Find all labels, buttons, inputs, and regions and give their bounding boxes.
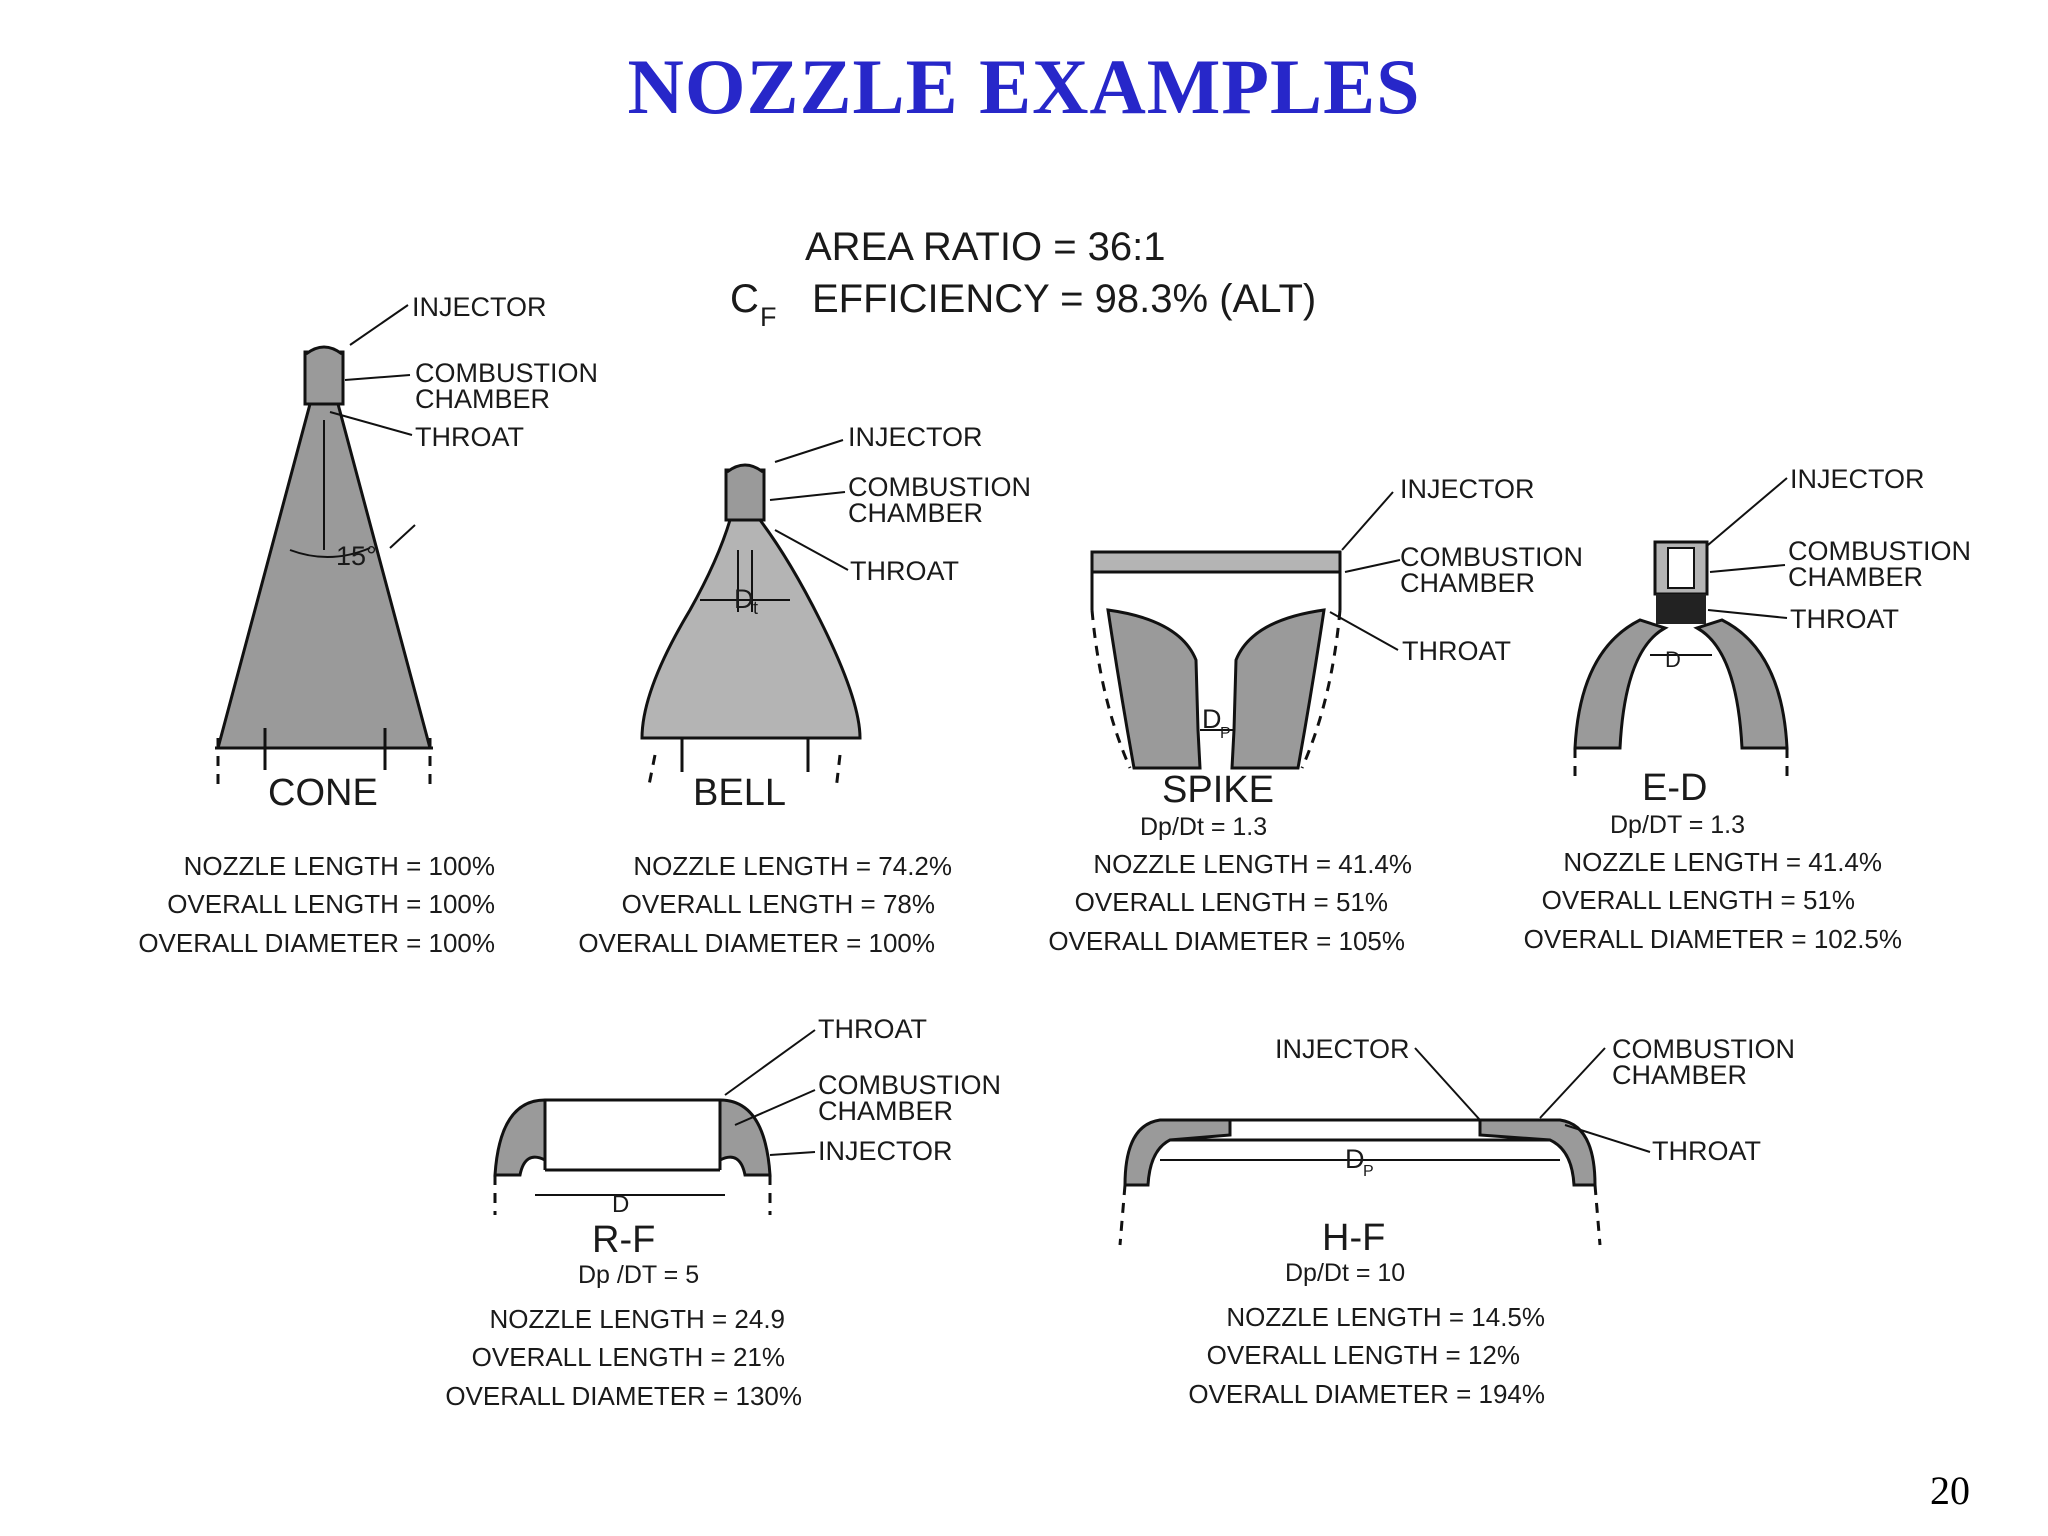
cf-subscript: F [760,302,777,332]
ed-name: E-D [1642,767,1707,809]
rf-throat-label: THROAT [818,1014,927,1044]
cone-combustion-label-2: CHAMBER [415,384,550,414]
rf-nozzle: D THROAT COMBUSTION CHAMBER INJECTOR [493,1014,1001,1218]
ed-left-wall [1573,618,1669,750]
hf-nozzle: D P INJECTOR COMBUSTION CHAMBER THROAT [1118,1034,1795,1246]
rf-right-wall [718,1098,772,1177]
spike-left-plug [1106,608,1202,770]
cone-overall-length: OVERALL LENGTH = 100% [167,889,495,919]
ed-overall-length: OVERALL LENGTH = 51% [1542,885,1855,915]
ed-dp-label: D [1665,647,1681,672]
cone-overall-diameter: OVERALL DIAMETER = 100% [138,928,495,958]
spike-name: SPIKE [1162,769,1274,811]
bell-overall-length: OVERALL LENGTH = 78% [622,889,935,919]
cf-symbol: C [730,277,759,321]
cone-throat-label: THROAT [415,422,524,452]
rf-overall-length: OVERALL LENGTH = 21% [472,1342,785,1372]
spike-right-plug [1230,608,1326,770]
hf-overall-length: OVERALL LENGTH = 12% [1207,1340,1520,1370]
hf-ratio: Dp/Dt = 10 [1285,1259,1405,1287]
ed-nozzle-length: NOZZLE LENGTH = 41.4% [1563,847,1882,877]
spike-overall-length: OVERALL LENGTH = 51% [1075,887,1388,917]
rf-combustion-label-1: COMBUSTION [818,1070,1001,1100]
area-ratio-text: AREA RATIO = 36:1 [805,225,1166,269]
bell-nozzle-length: NOZZLE LENGTH = 74.2% [633,851,952,881]
cone-combustion-label-1: COMBUSTION [415,358,598,388]
rf-dp-label: D [612,1191,629,1218]
bell-combustion-label-2: CHAMBER [848,498,983,528]
svg-text:t: t [753,598,758,618]
spike-combustion-label-1: COMBUSTION [1400,542,1583,572]
bell-injector-label: INJECTOR [848,422,983,452]
hf-combustion-label-2: CHAMBER [1612,1060,1747,1090]
cone-injector [305,345,343,356]
hf-name: H-F [1322,1217,1385,1259]
spike-nozzle: D P INJECTOR COMBUSTION CHAMBER THROAT [1090,474,1583,770]
ed-combustion-label-1: COMBUSTION [1788,536,1971,566]
bell-name: BELL [693,772,786,814]
spike-ratio: Dp/Dt = 1.3 [1140,813,1267,841]
spike-injector-label: INJECTOR [1400,474,1535,504]
spike-nozzle-length: NOZZLE LENGTH = 41.4% [1093,849,1412,879]
rf-ratio: Dp /DT = 5 [578,1261,699,1289]
hf-injector-label: INJECTOR [1275,1034,1410,1064]
hf-throat-label: THROAT [1652,1136,1761,1166]
svg-text:P: P [1220,725,1231,742]
ed-nozzle: D INJECTOR COMBUSTION CHAMBER THROAT [1573,464,1971,780]
spike-combustion-label-2: CHAMBER [1400,568,1535,598]
cone-nozzle: 15° INJECTOR COMBUSTION CHAMBER THROAT [215,292,598,790]
cone-name: CONE [268,772,378,814]
ed-combustion-label-2: CHAMBER [1788,562,1923,592]
rf-left-wall [493,1098,547,1177]
cone-injector-label: INJECTOR [412,292,547,322]
hf-left-wall [1123,1118,1232,1187]
bell-dt-label: D [734,584,754,614]
spike-combustion-chamber [1090,550,1342,574]
page-title: NOZZLE EXAMPLES [627,43,1421,130]
bell-overall-diameter: OVERALL DIAMETER = 100% [578,928,935,958]
ed-injector-label: INJECTOR [1790,464,1925,494]
bell-throat-label: THROAT [850,556,959,586]
efficiency-text: EFFICIENCY = 98.3% (ALT) [812,277,1316,321]
spike-dp-label: D [1202,704,1222,734]
cone-angle-arc [289,547,371,558]
ed-throat-pintle [1656,594,1706,624]
page-number: 20 [1930,1468,1970,1513]
cone-angle-label: 15° [336,541,377,571]
hf-overall-diameter: OVERALL DIAMETER = 194% [1188,1379,1545,1409]
rf-injector-label: INJECTOR [818,1136,953,1166]
hf-nozzle-length: NOZZLE LENGTH = 14.5% [1226,1302,1545,1332]
bell-injector [726,463,764,474]
rf-combustion-label-2: CHAMBER [818,1096,953,1126]
bell-nozzle-body [640,518,862,740]
spike-overall-diameter: OVERALL DIAMETER = 105% [1048,926,1405,956]
svg-text:P: P [1363,1163,1374,1180]
bell-nozzle: D t INJECTOR COMBUSTION CHAMBER THROAT [640,422,1031,791]
rf-overall-diameter: OVERALL DIAMETER = 130% [445,1381,802,1411]
hf-dp-label: D [1345,1144,1365,1174]
rf-nozzle-length: NOZZLE LENGTH = 24.9 [490,1304,785,1334]
bell-combustion-label-1: COMBUSTION [848,472,1031,502]
rf-name: R-F [592,1219,655,1261]
hf-combustion-label-1: COMBUSTION [1612,1034,1795,1064]
ed-overall-diameter: OVERALL DIAMETER = 102.5% [1524,924,1902,954]
spike-throat-label: THROAT [1402,636,1511,666]
cone-nozzle-length: NOZZLE LENGTH = 100% [184,851,495,881]
bell-combustion-chamber [724,468,766,522]
ed-ratio: Dp/DT = 1.3 [1610,811,1745,839]
ed-throat-label: THROAT [1790,604,1899,634]
cone-combustion-chamber [303,350,345,406]
ed-right-wall [1693,618,1789,750]
